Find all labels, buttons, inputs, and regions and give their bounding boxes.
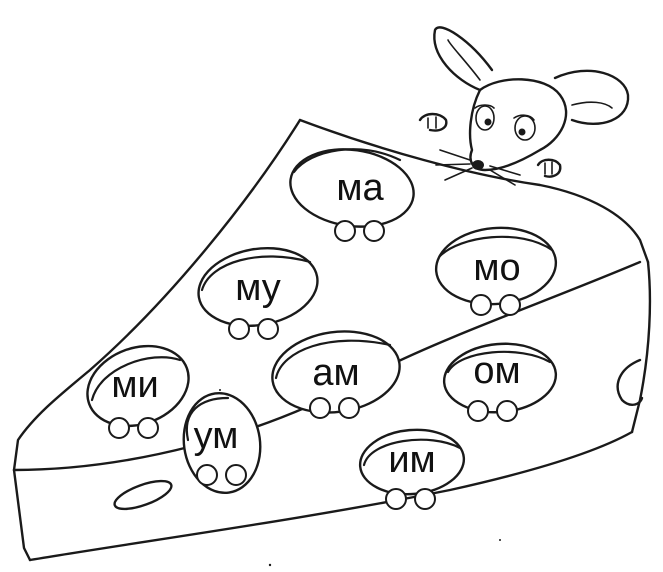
syllable-mi: ми <box>111 364 158 406</box>
syllable-um: ум <box>194 415 239 457</box>
syllable-mu: му <box>235 267 281 309</box>
syllable-ma: ма <box>336 167 384 209</box>
syllable-am: ам <box>312 352 359 394</box>
syllable-om: ом <box>473 350 520 392</box>
cheese-holes <box>86 148 558 496</box>
syllable-mo: мо <box>473 247 520 289</box>
mouse-drawing <box>418 26 630 186</box>
syllable-labels: ма мо му ам ом ми ум им <box>111 167 520 481</box>
sound-circles <box>108 220 521 510</box>
syllable-im: им <box>388 439 435 481</box>
